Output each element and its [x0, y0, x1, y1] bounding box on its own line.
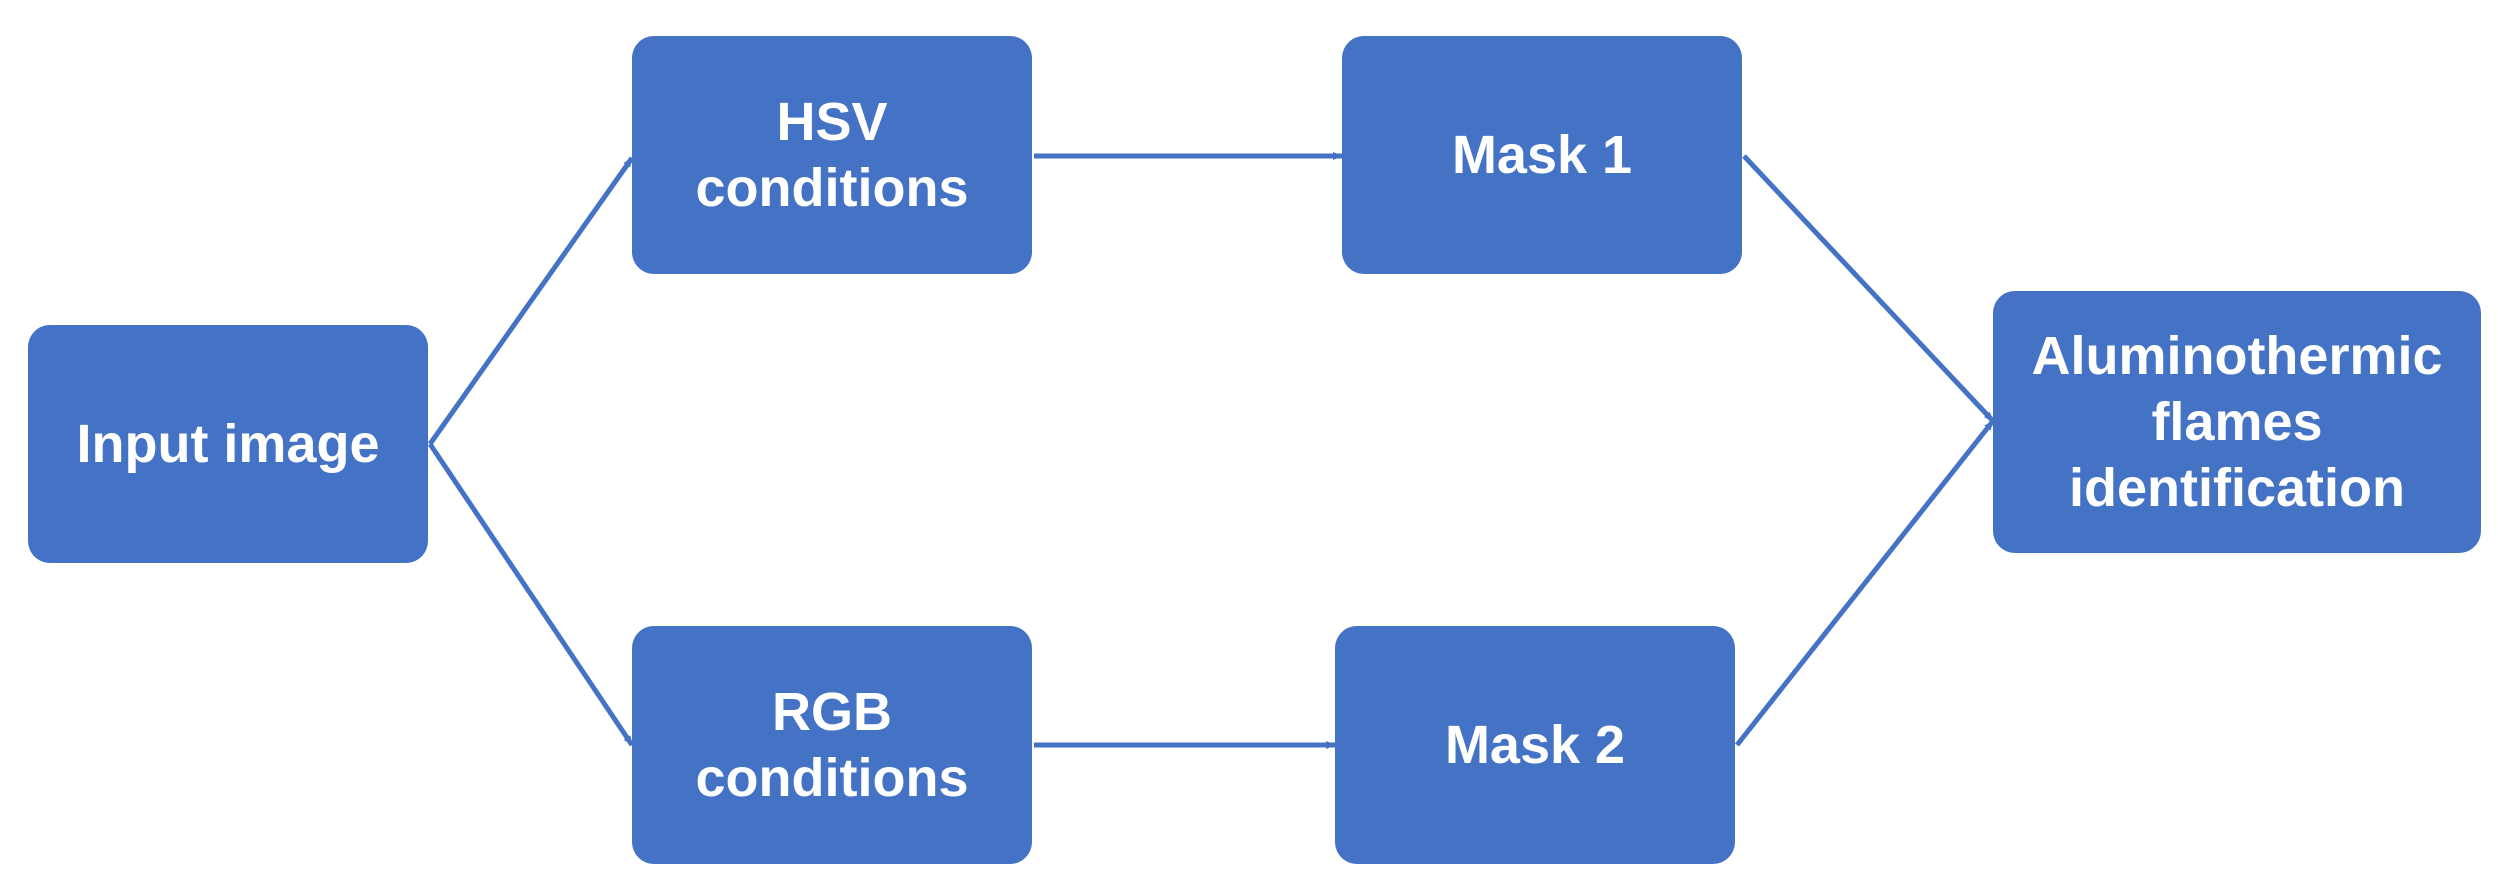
input-image-box: Input image [28, 325, 428, 563]
rgb-label-line1: RGB [771, 682, 892, 742]
hsv-conditions-box: HSV conditions [632, 36, 1032, 274]
aluminothermic-flames-identification-box: Aluminothermic flames identification [1993, 291, 2481, 553]
rgb-conditions-box: RGB conditions [632, 626, 1032, 864]
mask-2-label: Mask 2 [1444, 715, 1626, 775]
arrow-input-to-hsv [427, 156, 635, 446]
input-image-label: Input image [76, 414, 380, 474]
output-label-line2: flames [2151, 392, 2323, 452]
arrow-mask1-to-output [1742, 154, 1995, 423]
mask-1-box: Mask 1 [1342, 36, 1742, 274]
hsv-label-line2: conditions [695, 158, 969, 218]
output-label-line3: identification [2068, 458, 2405, 518]
hsv-label-line1: HSV [776, 92, 888, 152]
output-label-line1: Aluminothermic [2031, 326, 2443, 386]
mask-1-label: Mask 1 [1451, 125, 1633, 185]
mask-2-box: Mask 2 [1335, 626, 1735, 864]
arrow-mask2-to-output [1735, 419, 1995, 747]
arrow-input-to-rgb [427, 442, 635, 747]
rgb-label-line2: conditions [695, 748, 969, 808]
